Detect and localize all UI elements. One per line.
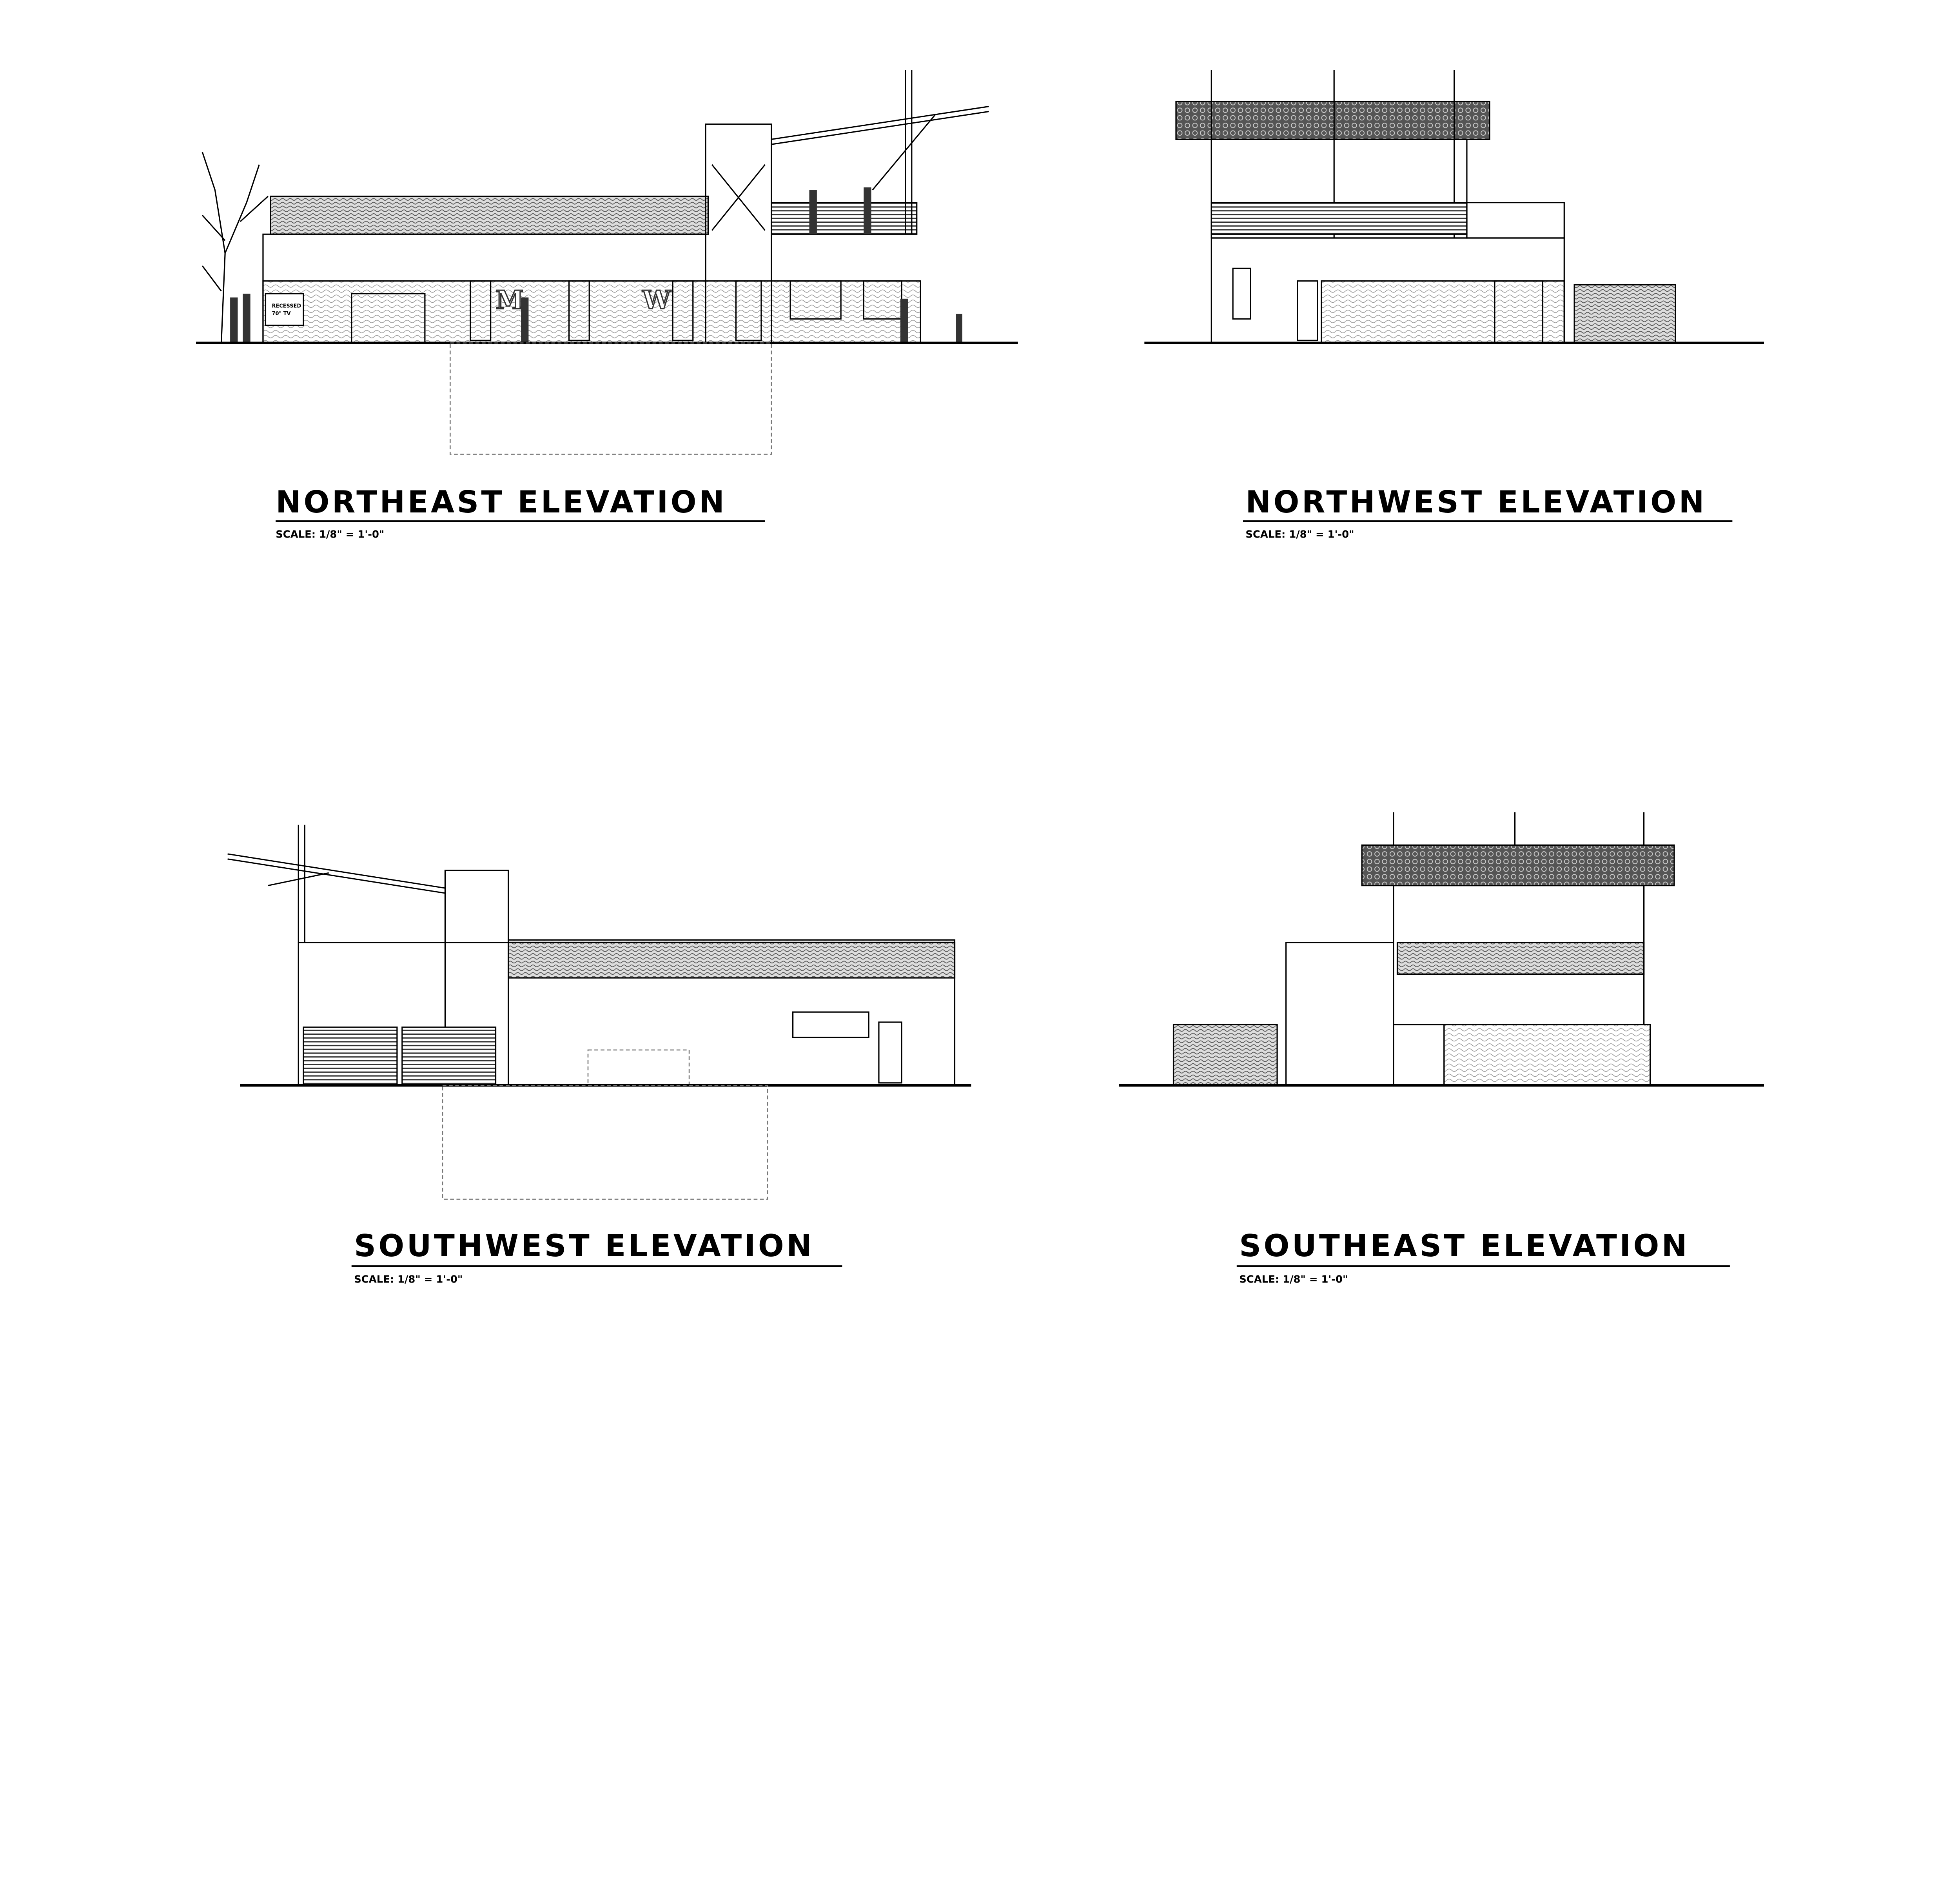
tree-icon (201, 152, 269, 343)
garage-door[interactable] (303, 1026, 398, 1086)
left-volume (1285, 942, 1394, 1086)
elevation-title: NORTHEAST ELEVATION (276, 485, 727, 520)
scale-label: SCALE: 1/8" = 1'-0" (354, 1274, 463, 1286)
foundation-outline (442, 1085, 768, 1200)
door[interactable] (568, 280, 590, 341)
tower-cross-bracing (711, 164, 766, 231)
elevation-title: SOUTHEAST ELEVATION (1239, 1228, 1690, 1264)
elevation-title: SOUTHWEST ELEVATION (354, 1228, 814, 1264)
northwest-elevation: NORTHWEST ELEVATION SCALE: 1/8" = 1'-0" (1144, 69, 1764, 541)
slanted-canopy (227, 853, 445, 894)
window (792, 1011, 869, 1038)
parapet-band (508, 939, 956, 979)
railing (1396, 942, 1645, 975)
scale-label: SCALE: 1/8" = 1'-0" (1245, 529, 1354, 541)
door[interactable] (735, 280, 762, 341)
scale-label: SCALE: 1/8" = 1'-0" (1239, 1274, 1348, 1286)
tv-label-line2: 70" TV (272, 311, 291, 317)
slanted-canopy (771, 105, 989, 145)
people-silhouettes (230, 187, 962, 343)
northeast-elevation: RECESSED 70" TV M W NORTHEAST ELEVATION … (196, 69, 1018, 541)
elevation-drawing-sheet: RECESSED 70" TV M W NORTHEAST ELEVATION … (196, 69, 1764, 1286)
tv-label-line1: RECESSED (272, 303, 301, 309)
roof-deck-railing (771, 202, 918, 235)
southwest-elevation: SOUTHWEST ELEVATION SCALE: 1/8" = 1'-0" (227, 825, 971, 1286)
womens-sign: W (642, 285, 671, 315)
canopy-mast (268, 825, 329, 943)
lower-volume-right (1466, 202, 1565, 239)
parapet-band (270, 195, 709, 235)
garage-door[interactable] (401, 1026, 497, 1086)
railing (1210, 202, 1468, 235)
door[interactable] (1297, 280, 1318, 341)
scale-label: SCALE: 1/8" = 1'-0" (276, 529, 384, 541)
brick-base (1321, 280, 1565, 344)
door[interactable] (470, 280, 492, 341)
hidden-opening (587, 1049, 690, 1086)
canopy-band (1361, 844, 1675, 887)
door[interactable] (878, 1021, 902, 1084)
canopy-band (1175, 100, 1490, 140)
mens-sign: M (496, 285, 524, 315)
elevation-title: NORTHWEST ELEVATION (1245, 485, 1706, 520)
window (1232, 267, 1251, 320)
window (789, 280, 842, 320)
fence (1573, 284, 1676, 344)
foundation-outline (450, 342, 772, 455)
door[interactable] (672, 280, 694, 341)
brick-base (262, 280, 921, 344)
canopy-mast (872, 69, 936, 234)
southeast-elevation: SOUTHEAST ELEVATION SCALE: 1/8" = 1'-0" (1119, 812, 1764, 1286)
tv-frame (265, 293, 304, 326)
canopy-masts (1393, 812, 1645, 1025)
lower-volume (1393, 1024, 1445, 1086)
brick-base (1443, 1024, 1651, 1086)
fence (1172, 1024, 1278, 1086)
